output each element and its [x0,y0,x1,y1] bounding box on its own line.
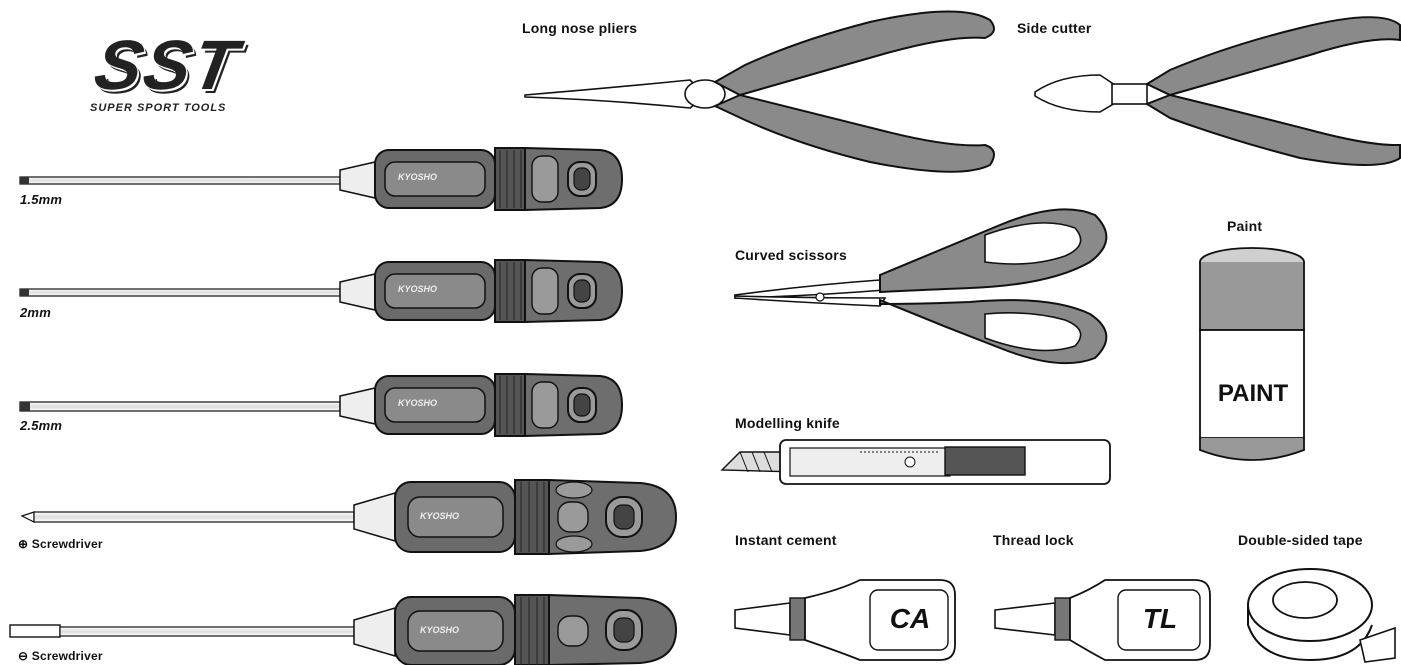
hex-driver-2-5mm [20,374,622,436]
curved-scissors [735,209,1106,363]
handle-brand: KYOSHO [420,625,459,635]
driver-label-phillips: ⊕ Screwdriver [18,537,103,551]
phillips-screwdriver [22,480,676,554]
side-cutter [1035,17,1400,165]
flat-screwdriver [10,595,676,665]
sst-logo-subtitle: SUPER SPORT TOOLS [90,102,226,114]
label-double-sided-tape: Double-sided tape [1238,532,1363,548]
cement-bottle-text: CA [872,603,948,635]
label-modelling-knife: Modelling knife [735,415,840,431]
threadlock-bottle-text: TL [1120,603,1200,635]
label-thread-lock: Thread lock [993,532,1074,548]
handle-brand: KYOSHO [420,511,459,521]
modelling-knife [722,440,1110,484]
handle-brand: KYOSHO [398,284,437,294]
driver-label-flat: ⊖ Screwdriver [18,649,103,663]
driver-label-2-5mm: 2.5mm [20,418,62,433]
hex-driver-2mm [20,260,622,322]
sst-logo: SST [90,30,244,100]
label-instant-cement: Instant cement [735,532,837,548]
paint-can [1200,248,1304,460]
driver-label-1-5mm: 1.5mm [20,192,62,207]
hex-driver-1-5mm [20,148,622,210]
handle-brand: KYOSHO [398,398,437,408]
driver-label-2mm: 2mm [20,305,51,320]
label-curved-scissors: Curved scissors [735,247,847,263]
label-side-cutter: Side cutter [1017,20,1092,36]
double-sided-tape-roll [1248,569,1395,662]
handle-brand: KYOSHO [398,172,437,182]
paint-can-text: PAINT [1203,380,1303,408]
label-paint: Paint [1227,218,1262,234]
label-long-nose-pliers: Long nose pliers [522,20,637,36]
